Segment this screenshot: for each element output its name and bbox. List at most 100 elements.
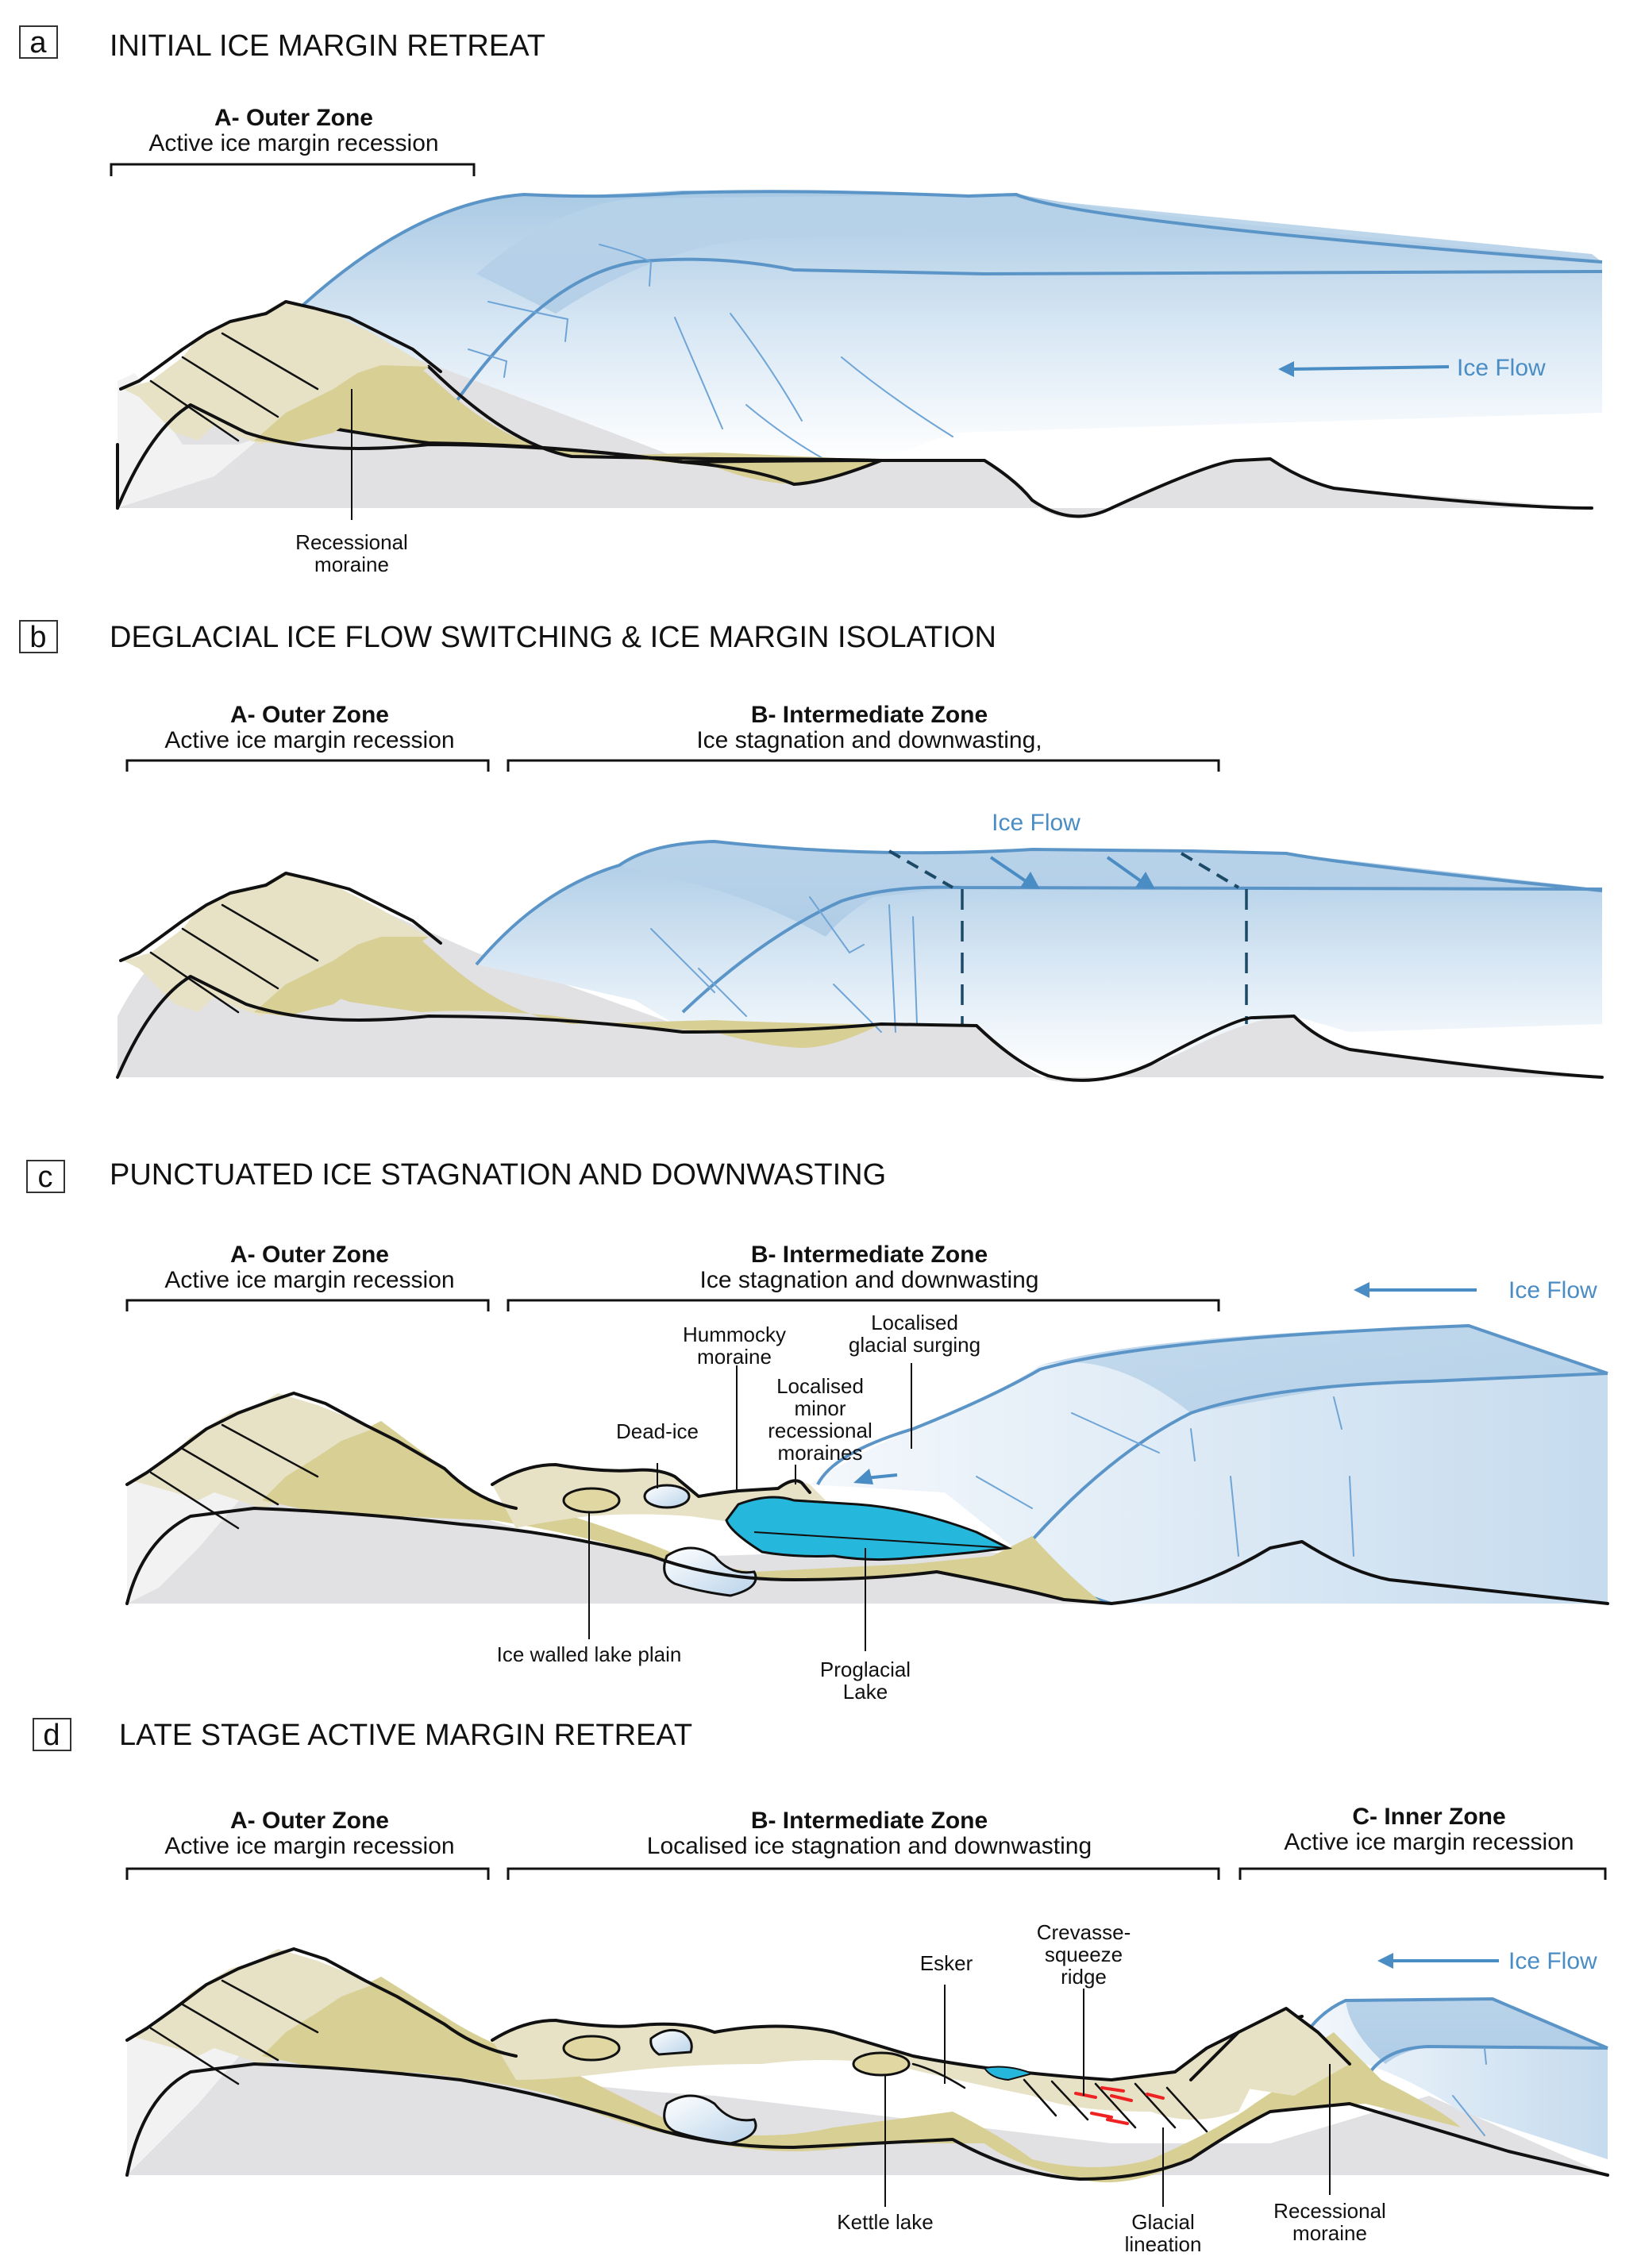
esker [911, 2062, 966, 2089]
panel-title: DEGLACIAL ICE FLOW SWITCHING & ICE MARGI… [110, 621, 996, 654]
callout-text: minor [794, 1396, 846, 1420]
panel-letter-box [33, 1718, 71, 1751]
ice-flow-arrowhead [1354, 1282, 1369, 1298]
ice-front-edge [447, 257, 1603, 414]
crevasse-squeeze-mark [1146, 2093, 1165, 2100]
ice-front-edge [681, 885, 1603, 1014]
callout-text: moraine [314, 553, 389, 576]
ground [117, 318, 1592, 518]
callout-localised-glacial-surging: Localised glacial surging [849, 1311, 980, 1357]
panel-letter-box [19, 25, 58, 59]
inner-bedrock-outline [1189, 2007, 1351, 2081]
callout-text: lineation [1125, 2232, 1202, 2256]
callout-localised-minor-recessional-moraines: Localised minor recessional moraines [768, 1374, 873, 1465]
zone-c-desc: Active ice margin recession [1284, 1829, 1574, 1855]
ice-flowline [1349, 1476, 1354, 1557]
strata-line [149, 951, 240, 1014]
zone-a-name: A- Outer Zone [230, 1242, 389, 1268]
crevasse [888, 904, 896, 1033]
panel-b: b DEGLACIAL ICE FLOW SWITCHING & ICE MAR… [19, 620, 1604, 1083]
crevasse-squeeze-mark [1110, 2094, 1133, 2102]
callout-text: squeeze [1045, 1943, 1123, 1966]
ground [127, 1484, 1608, 1604]
ice-flow-indicator: Ice Flow [1354, 1277, 1597, 1303]
crevasse [468, 348, 508, 378]
crevasse [1484, 2047, 1487, 2065]
zone-a-bracket [125, 1299, 490, 1311]
bedrock-outline [125, 1392, 518, 1510]
ice-flow-label: Ice Flow [992, 810, 1081, 836]
strata-line [181, 1447, 279, 1506]
callout-dead-ice: Dead-ice [616, 1419, 699, 1443]
callout-ice-walled-lake-plain: Ice walled lake plain [497, 1642, 682, 1666]
ice-flow-indicator: Ice Flow [1278, 355, 1546, 381]
zone-a-bracket [125, 759, 490, 772]
zone-b-bracket [507, 1867, 1220, 1880]
ice-flow-label: Ice Flow [1508, 1948, 1597, 1974]
strata-line [149, 2027, 240, 2085]
small-lake [983, 2066, 1035, 2081]
ice-flowline [1230, 1476, 1239, 1557]
zone-b-desc: Ice stagnation and downwasting [700, 1267, 1039, 1293]
crevasse [912, 916, 918, 1025]
callout-recessional-moraine: Recessional moraine [1273, 2199, 1386, 2245]
lineation [1134, 2082, 1177, 2129]
crevasse [809, 896, 865, 954]
ice-surface-edge [292, 190, 1603, 315]
ice-flow-label: Ice Flow [1508, 1277, 1597, 1303]
callout-text: glacial surging [849, 1333, 980, 1357]
callout-text: Localised [776, 1374, 864, 1398]
ground-light-slope [127, 1477, 246, 1604]
panel-letter: d [43, 1719, 60, 1752]
ground-surface [125, 1507, 1609, 1605]
zone-a-desc: Active ice margin recession [148, 130, 438, 156]
ice-flow-arrowhead [1020, 872, 1040, 889]
ice-front-edge [1030, 1372, 1608, 1542]
ice-sheet-top [476, 194, 1602, 314]
zone-b-name: B- Intermediate Zone [751, 702, 988, 728]
zone-a-desc: Active ice margin recession [164, 1833, 454, 1859]
panel-c: c PUNCTUATED ICE STAGNATION AND DOWNWAST… [26, 1158, 1609, 1704]
panel-a: a INITIAL ICE MARGIN RETREAT A- Outer Zo… [19, 25, 1603, 576]
strata-line [181, 356, 279, 418]
zone-b-desc: Ice stagnation and downwasting, [696, 727, 1042, 753]
strata-line [181, 927, 279, 990]
callout-text: Proglacial [820, 1658, 911, 1681]
bedrock-outline [119, 872, 442, 962]
ice-flowline [1452, 2095, 1485, 2136]
callout-text: recessional [768, 1419, 873, 1442]
dead-ice-block [663, 2094, 757, 2145]
callout-recessional-moraine: Recessional moraine [295, 530, 408, 576]
callout-text: ridge [1061, 1965, 1107, 1989]
ice-flow-arrowhead [1377, 1953, 1393, 1969]
panel-letter-box [26, 1160, 65, 1193]
ice-sheet-top [1040, 1326, 1608, 1413]
crevasse [1333, 1396, 1342, 1430]
ice-flowline [650, 928, 715, 993]
callout-text: moraine [1292, 2221, 1367, 2245]
ice-flowline [1071, 1412, 1160, 1454]
zone-b-name: B- Intermediate Zone [751, 1808, 988, 1834]
bedrock-ridge-sediment [262, 1985, 492, 2076]
callout-hummocky-moraine: Hummocky moraine [683, 1323, 786, 1369]
callout-text: moraine [697, 1345, 772, 1369]
ground-surface [116, 403, 1593, 518]
strata-line [221, 332, 319, 391]
lineation [1050, 2080, 1089, 2121]
zone-a-bracket [110, 163, 476, 176]
zone-a-desc: Active ice margin recession [164, 1267, 454, 1293]
kettle-lake [852, 2051, 911, 2077]
crevasse [1190, 1428, 1196, 1461]
callout-text: Lake [843, 1680, 888, 1704]
ice-flow-arrowhead [1135, 872, 1155, 889]
ice-flowline [698, 968, 747, 1017]
ice-divide-dash [888, 849, 953, 889]
ice-flowline [674, 317, 723, 429]
glacial-lineations [1023, 2078, 1208, 2133]
ice-flowline [976, 1476, 1033, 1509]
ice-surface-edge [816, 1324, 1608, 1485]
ice-flowline [841, 356, 953, 437]
ice-divide-dash [1180, 852, 1240, 889]
strata-line [221, 1979, 319, 2034]
